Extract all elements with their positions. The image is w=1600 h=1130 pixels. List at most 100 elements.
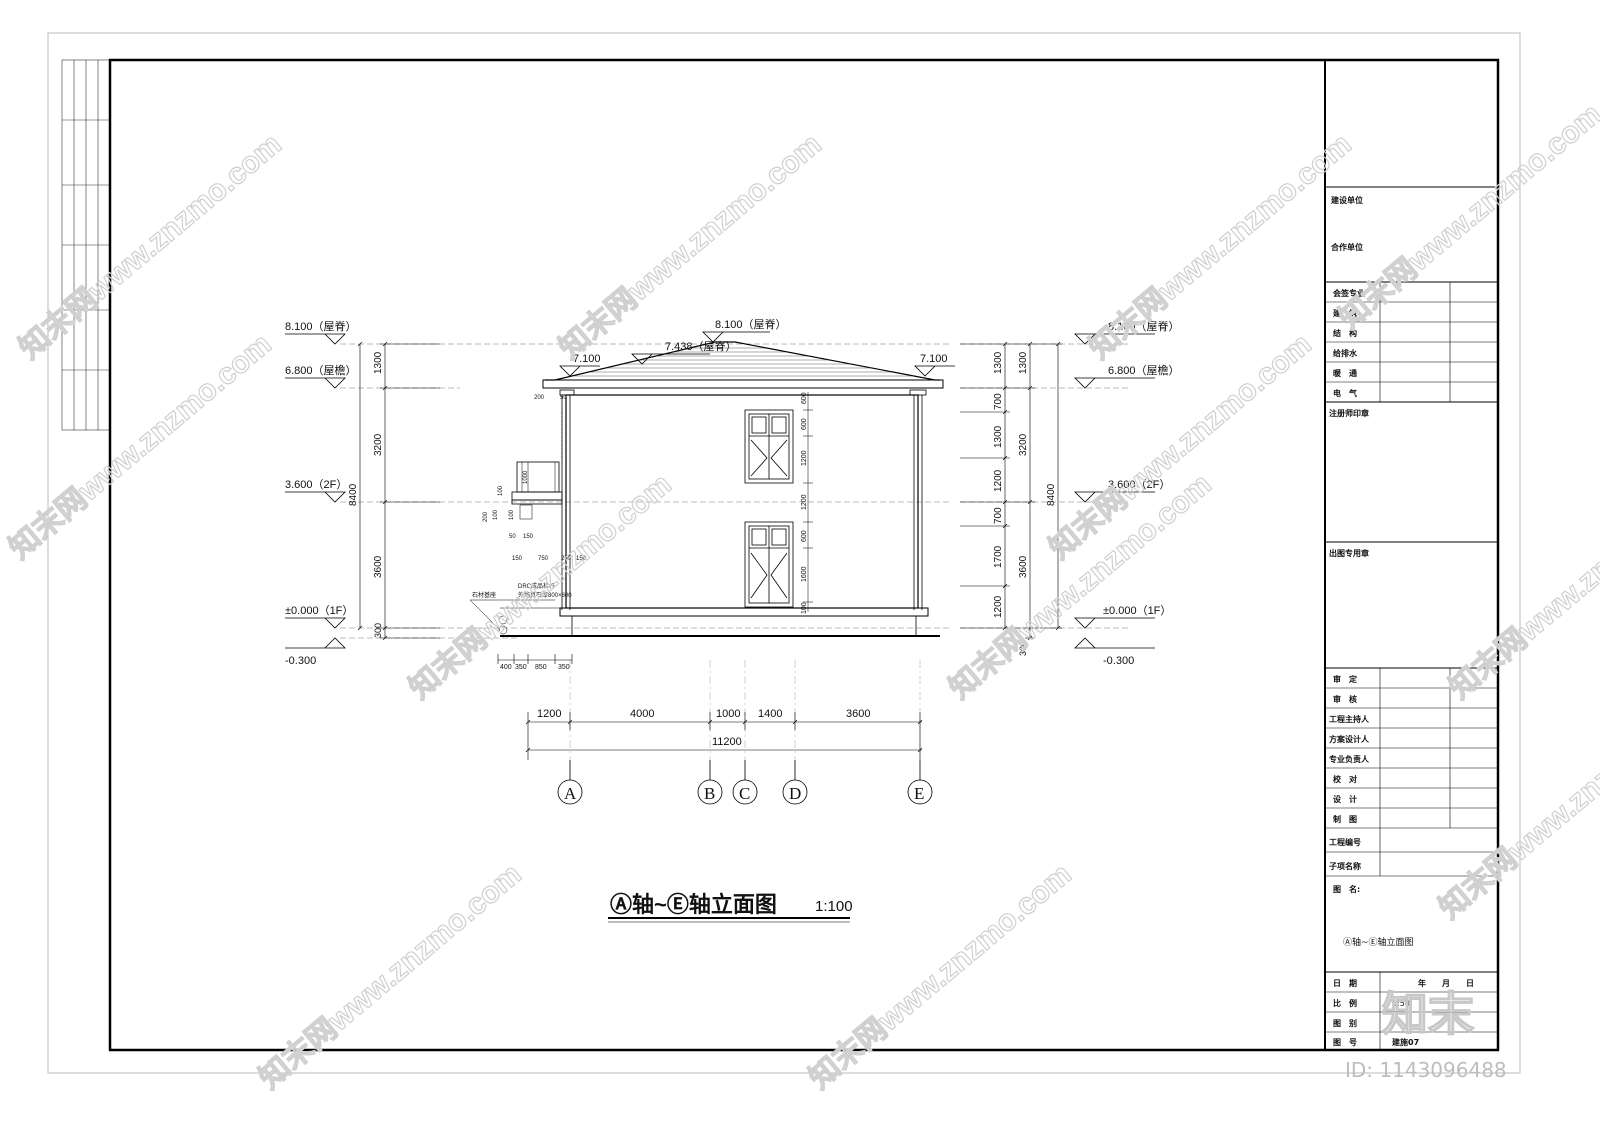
tb-date-value: 年 月 日 [1418,978,1474,988]
small-dim-5: 1000 [523,470,529,484]
level-right-2: 3.600（2F） [1108,478,1170,491]
paper-edge [47,32,1521,1074]
title-block-text: 建设单位 合作单位 会签专业 建 筑 结 构 给排水 暖 通 电 气 注册师印章… [1329,195,1474,1047]
axis-bubble-b [697,779,723,805]
level-right-0: 8.100（屋脊） [1108,319,1180,333]
right-inner-4: 700 [993,507,1004,524]
level-markers-right [1074,333,1155,649]
bottom-small-1: 350 [515,664,527,671]
elevation-drawing [285,331,1155,923]
right-inner-6: 1200 [993,595,1004,618]
elevation-labels: 8.100（屋脊） 6.800（屋檐） 3.600（2F） ±0.000（1F）… [285,317,1180,917]
left-dim-1: 3200 [373,433,384,456]
level-left-1: 6.800（屋檐） [285,363,357,377]
window-dim-6: 100 [801,602,808,614]
eave-right-label: 7.100 [920,353,948,365]
window-dim-3: 1200 [801,494,808,510]
annotation-left-2: DRC成品栏杆 [518,582,555,590]
bottom-small-0: 400 [500,664,512,671]
tb-role-1: 审 核 [1333,694,1357,704]
binding-strip [61,59,111,431]
watermark-text: 知末网www.znzmo.com [1443,468,1600,706]
small-dim-11: 750 [538,556,549,562]
tb-discipline-1: 结 构 [1333,328,1357,338]
tb-category-label: 图 别 [1333,1019,1357,1028]
axis-label-b: B [704,784,715,803]
axis-label-a: A [564,784,577,803]
window-dim-2: 1200 [801,450,808,466]
axis-label-c: C [739,784,750,803]
watermark-text: 知末网www.znzmo.com [13,128,287,366]
small-dim-4: 200 [483,511,489,522]
right-inner-1: 700 [993,393,1004,410]
eave-markers [559,331,955,377]
bottom-dim-0: 1200 [537,708,561,720]
bottom-total: 11200 [712,736,742,748]
watermark-text: 知末网www.znzmo.com [1433,688,1600,926]
watermark-text: 知末网www.znzmo.com [1043,328,1317,566]
right-inner-3: 1200 [993,469,1004,492]
tb-role-8: 工程编号 [1329,837,1361,847]
right-inner-5: 1700 [993,545,1004,568]
bottom-small-2: 850 [535,664,547,671]
bottom-small-3: 350 [558,664,570,671]
level-left-0: 8.100（屋脊） [285,319,357,333]
tb-role-2: 工程主持人 [1329,714,1370,724]
axis-label-e: E [914,784,924,803]
right-total: 8400 [1046,483,1057,506]
tb-scale-value: 1:50 [1392,999,1410,1008]
window-dim-1: 600 [801,418,808,430]
axis-label-d: D [789,784,801,803]
roof-peak-label: 8.100（屋脊） [715,317,787,331]
tb-construction-unit: 建设单位 [1330,195,1363,205]
watermark-logo: 知末 [1382,987,1474,1041]
tb-reg-seal: 注册师印章 [1329,408,1369,418]
tb-role-5: 校 对 [1333,774,1357,784]
window-dim-4: 600 [801,530,808,542]
tb-discipline-2: 给排水 [1333,348,1358,358]
right-inner-0: 1300 [993,351,1004,374]
watermark-text: 知末网www.znzmo.com [553,128,827,366]
right-outer-2: 3600 [1018,555,1029,578]
axis-bubble-a [557,779,583,805]
watermark-text: 知末网www.znzmo.com [803,858,1077,1096]
tb-role-9: 子项名称 [1329,861,1361,871]
axis-bubble-d [782,779,808,805]
small-dim-10: 150 [512,556,523,562]
level-markers-left [285,333,346,649]
bottom-dim-2: 1000 [716,708,740,720]
tb-drawing-name: Ⓐ轴~Ⓔ轴立面图 [1343,936,1414,948]
tb-role-6: 设 计 [1333,794,1357,804]
tb-date-label: 日 期 [1333,978,1357,988]
right-inner-2: 1300 [993,425,1004,448]
small-dim-2: 100 [493,509,499,520]
bottom-dim-3: 1400 [758,708,782,720]
tb-discipline-3: 暖 通 [1333,368,1357,378]
left-dim-0: 1300 [373,351,384,374]
axis-bubble-c [732,779,758,805]
watermark-text: 知末网www.znzmo.com [3,328,277,566]
level-left-4: -0.300 [285,655,316,667]
level-right-4: -0.300 [1103,655,1134,667]
right-outer-0: 1300 [1018,351,1029,374]
tb-role-0: 审 定 [1333,674,1357,684]
watermark-text: 知末网www.znzmo.com [253,858,527,1096]
tb-number-value: 建施07 [1391,1037,1419,1047]
annotation-left-3: 外墙真石漆800×800 [518,591,572,599]
left-dim-2: 3600 [373,555,384,578]
drawing-scale: 1:100 [815,898,853,915]
annotation-left: 石材基座 [472,591,496,599]
window-lower [744,521,794,608]
watermark-text: 知末网www.znzmo.com [1333,98,1600,336]
tb-role-7: 制 图 [1333,814,1357,824]
level-right-1: 6.800（屋檐） [1108,363,1180,377]
window-dim-0: 600 [801,392,808,404]
tb-issue-seal: 出图专用章 [1329,548,1369,558]
title-block [1324,60,1498,1050]
bottom-dim-1: 4000 [630,708,654,720]
watermark-text: 知末网www.znzmo.com [943,468,1217,706]
drawing-title: Ⓐ轴~Ⓔ轴立面图 [610,892,777,917]
left-dim-3: 300 [373,623,383,638]
window-upper [744,409,794,484]
